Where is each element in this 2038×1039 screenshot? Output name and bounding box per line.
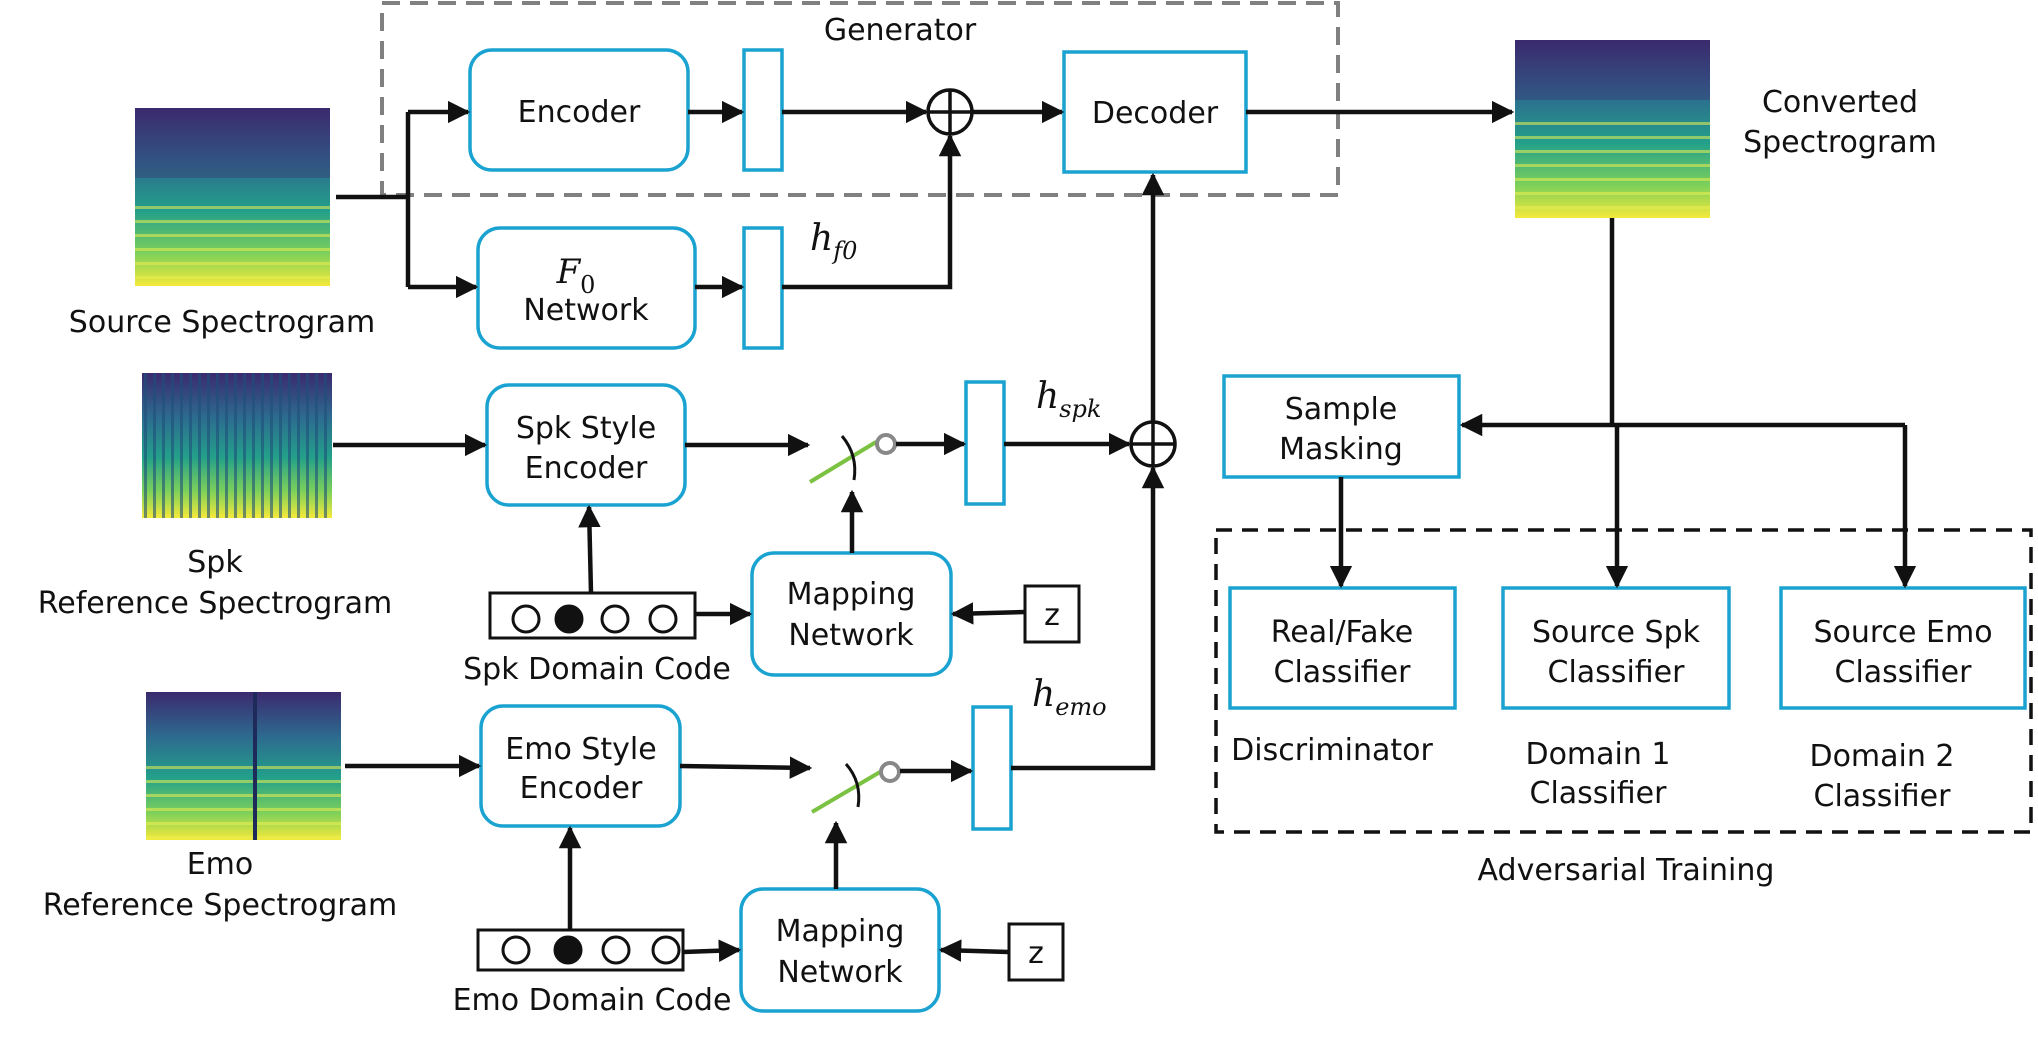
spk-domain-code-slot-3 xyxy=(600,604,630,634)
spk-domain-code-slot-4 xyxy=(648,604,678,634)
encoder-output-feature xyxy=(742,48,784,172)
source-emo-classifier-label-2: Classifier xyxy=(1835,655,1973,690)
sample-masking-block xyxy=(1222,374,1461,479)
sample-masking-label-1: Sample xyxy=(1285,392,1398,427)
h-spk-label: hspk xyxy=(1036,376,1101,423)
emo-z-input xyxy=(1007,922,1065,982)
real-fake-classifier-label-1: Real/Fake xyxy=(1271,615,1413,650)
discriminator-caption: Discriminator xyxy=(1231,733,1433,768)
source-spk-classifier-label-2: Classifier xyxy=(1548,655,1686,690)
emo-style-switch xyxy=(810,761,901,814)
f0-output-feature xyxy=(742,226,784,350)
spk-style-encoder-label-2: Encoder xyxy=(525,451,648,486)
sum-node-generator xyxy=(926,88,974,136)
decoder-label: Decoder xyxy=(1092,96,1219,131)
f0-network-label: Network xyxy=(523,293,649,328)
spk-mapping-network-label-2: Network xyxy=(788,618,914,653)
emo-style-encoder-label-2: Encoder xyxy=(520,771,643,806)
emo-mapping-network-label-1: Mapping xyxy=(776,914,905,949)
h-emo-label: hemo xyxy=(1032,674,1107,721)
emo-domain-code-slot-3 xyxy=(601,935,631,965)
spk-reference-label-1: Spk xyxy=(187,545,243,580)
real-fake-classifier-label-2: Classifier xyxy=(1274,655,1412,690)
spk-mapping-network-block xyxy=(750,551,953,677)
adversarial-training-label: Adversarial Training xyxy=(1478,853,1775,888)
h-f0-label: hf0 xyxy=(810,218,857,265)
spk-reference-label-2: Reference Spectrogram xyxy=(38,586,392,621)
spk-reference-spectrogram xyxy=(142,373,332,518)
encoder-label: Encoder xyxy=(518,95,641,130)
adversarial-training-region xyxy=(1214,528,2033,834)
emo-reference-spectrogram xyxy=(146,692,341,840)
emo-domain-code-slot-4 xyxy=(651,935,681,965)
generator-region xyxy=(380,1,1340,197)
f0-symbol: F0 xyxy=(556,252,596,299)
sum-node-style xyxy=(1129,420,1177,468)
domain-1-caption-2: Classifier xyxy=(1530,776,1668,811)
source-emo-classifier-label-1: Source Emo xyxy=(1813,615,1992,650)
spk-z-label: z xyxy=(1044,598,1060,633)
domain-2-caption-1: Domain 2 xyxy=(1809,739,1954,774)
source-spk-classifier-block xyxy=(1501,586,1731,710)
source-spk-classifier-label-1: Source Spk xyxy=(1532,615,1701,650)
spk-style-switch xyxy=(808,433,897,484)
emo-reference-label-1: Emo xyxy=(187,847,254,882)
emo-style-encoder-label-1: Emo Style xyxy=(505,732,656,767)
spk-domain-code-slot-2 xyxy=(554,604,584,634)
spk-z-input xyxy=(1023,584,1081,644)
spk-style-encoder-label-1: Spk Style xyxy=(516,411,656,446)
converted-spectrogram-label-1: Converted xyxy=(1762,85,1918,120)
emo-mapping-network-block xyxy=(739,887,941,1013)
source-spectrogram-label: Source Spectrogram xyxy=(69,305,375,340)
spk-mapping-network-label-1: Mapping xyxy=(787,577,916,612)
source-emo-classifier-block xyxy=(1779,586,2027,710)
spk-domain-code-label: Spk Domain Code xyxy=(463,652,731,687)
spk-domain-code-slot-1 xyxy=(511,604,541,634)
emo-reference-label-2: Reference Spectrogram xyxy=(43,888,397,923)
converted-spectrogram-label-2: Spectrogram xyxy=(1743,125,1937,160)
emo-mapping-network-label-2: Network xyxy=(777,955,903,990)
generator-title: Generator xyxy=(824,13,977,48)
converted-spectrogram xyxy=(1515,40,1710,218)
emo-domain-code-slot-1 xyxy=(501,935,531,965)
domain-2-caption-2: Classifier xyxy=(1814,779,1952,814)
emo-z-label: z xyxy=(1028,936,1044,971)
sample-masking-label-2: Masking xyxy=(1279,432,1403,467)
emo-style-feature xyxy=(971,705,1013,831)
domain-1-caption-1: Domain 1 xyxy=(1525,737,1670,772)
source-spectrogram xyxy=(135,108,330,286)
emo-domain-code-slot-2 xyxy=(553,935,583,965)
emo-domain-code-label: Emo Domain Code xyxy=(453,983,732,1018)
real-fake-classifier-block xyxy=(1228,586,1457,710)
connection-arrows xyxy=(333,100,1917,962)
spk-style-feature xyxy=(964,380,1006,506)
